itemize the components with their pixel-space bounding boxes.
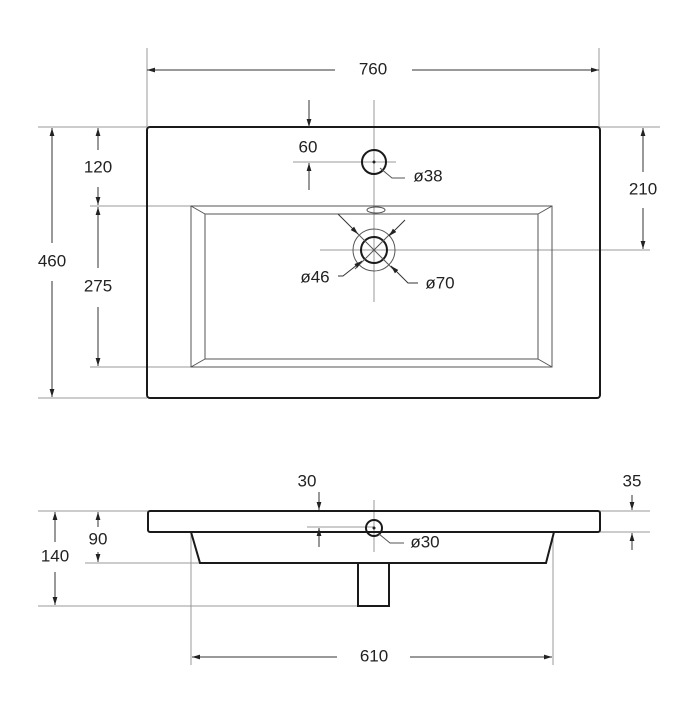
- dim-bowl-depth: 275: [84, 276, 112, 295]
- basin-slab: [147, 510, 601, 533]
- dim-overflow-hole: ø30: [410, 532, 439, 551]
- dim-drain-inner: ø46: [300, 267, 329, 286]
- faucet-hole: [361, 149, 387, 175]
- bowl-inner-edge: [204, 213, 539, 360]
- basin-outline: [146, 126, 601, 399]
- side-view: 30 ø30 35 90 140 610: [38, 471, 650, 665]
- drain-pipe: [357, 563, 390, 607]
- dim-width: 760: [359, 59, 387, 78]
- drain-outer: [352, 228, 396, 272]
- dim-drain-offset: 210: [629, 179, 657, 198]
- dim-bowl-offset: 120: [84, 157, 112, 176]
- dim-bowl-height: 90: [89, 529, 108, 548]
- drain-inner: [360, 236, 388, 264]
- dim-faucet-hole: ø38: [413, 166, 442, 185]
- bowl-profile: [190, 531, 555, 564]
- dim-bowl-width: 610: [360, 646, 388, 665]
- top-view: 760 60 ø38 120 275 460 210 ø46 ø70: [38, 48, 660, 399]
- bowl-outer-edge: [190, 205, 553, 368]
- dim-drain-outer: ø70: [425, 273, 454, 292]
- dim-slab-thickness: 35: [623, 471, 642, 490]
- dim-depth: 460: [38, 251, 66, 270]
- dim-overflow-offset: 30: [298, 471, 317, 490]
- dim-total-height: 140: [41, 546, 69, 565]
- overflow-slot: [366, 206, 386, 214]
- dim-faucet-offset: 60: [299, 137, 318, 156]
- overflow-hole: [365, 519, 383, 537]
